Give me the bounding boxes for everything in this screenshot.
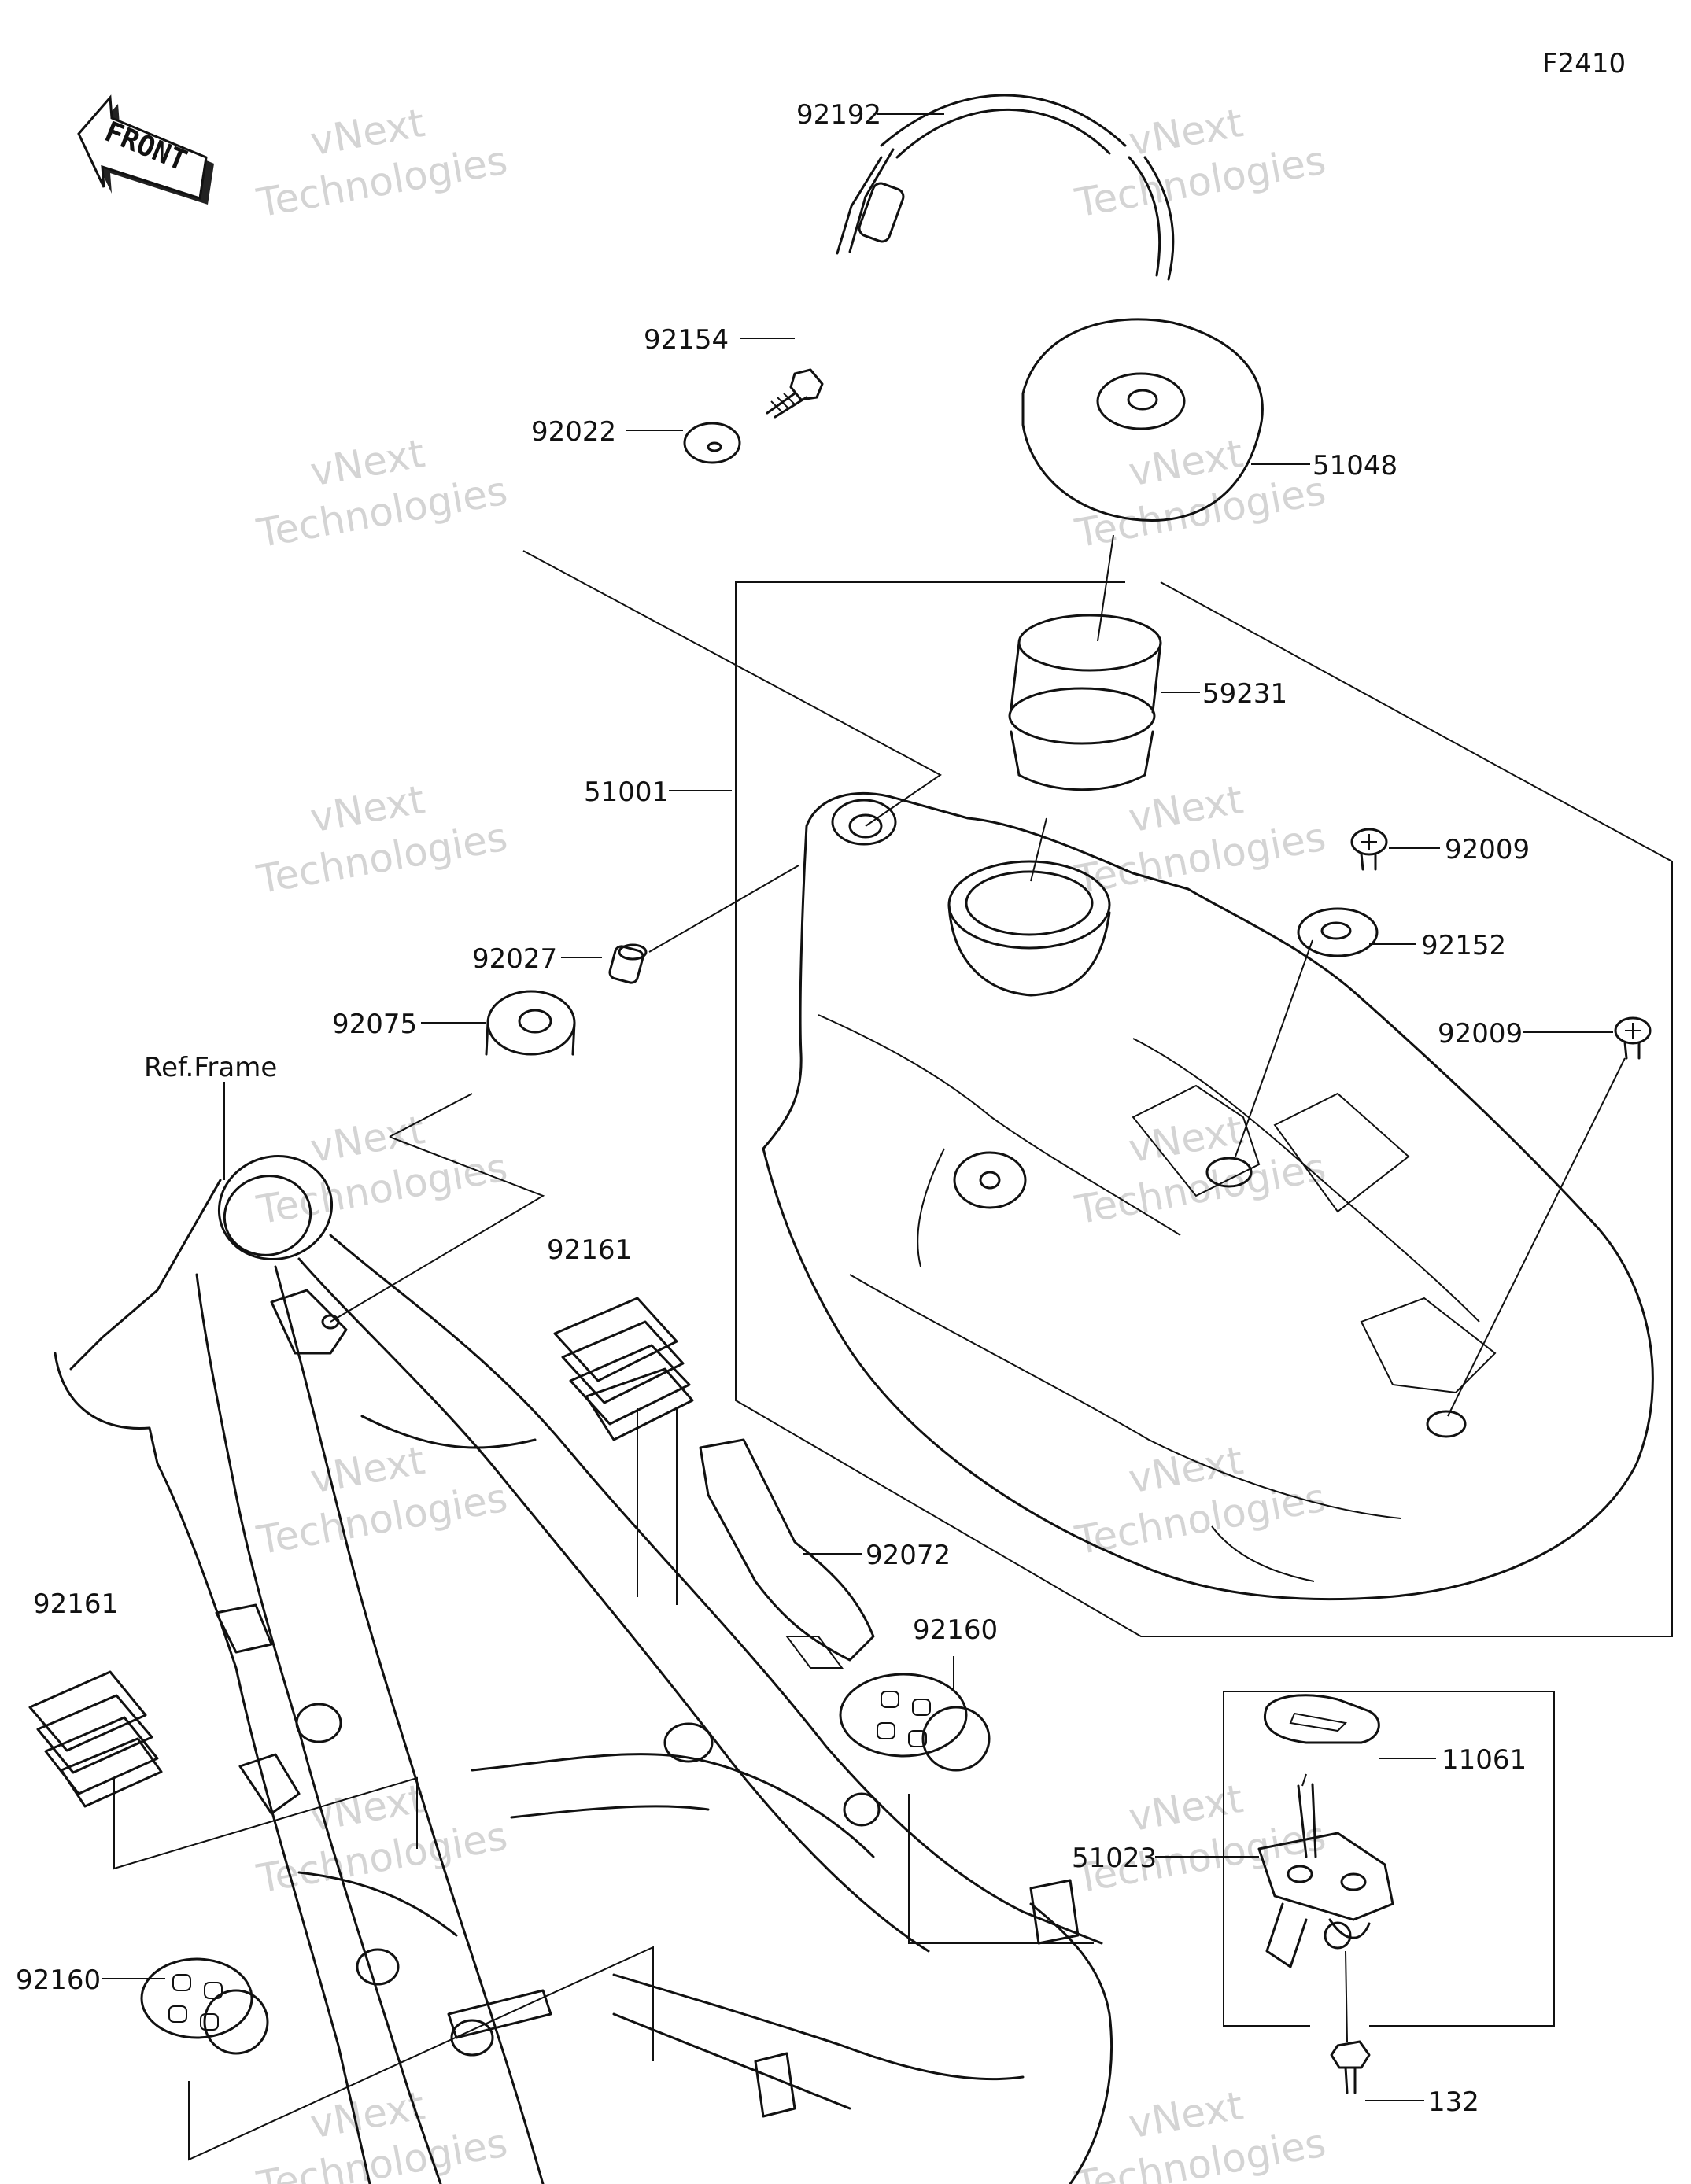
grommet-part	[1297, 907, 1379, 957]
frame-outline	[54, 1155, 1113, 2184]
assembly-lines	[113, 534, 1673, 2161]
washer-part	[683, 422, 741, 464]
part-label: 92160	[16, 1964, 101, 1996]
part-label: 92152	[1421, 930, 1506, 961]
bolt-part	[766, 368, 824, 419]
ref-frame-label: Ref.Frame	[144, 1052, 277, 1083]
fuel-tank-part	[762, 791, 1654, 1601]
part-label: 92022	[531, 416, 616, 448]
drain-bolt-part	[1330, 2040, 1371, 2094]
screw-part	[1614, 1016, 1652, 1060]
damper-pad-part	[553, 1297, 694, 1441]
part-labels: 92192 92154 92022 51048 59231 51001 9200…	[16, 99, 1530, 2118]
part-label: 92161	[33, 1588, 118, 1620]
screw-part	[1350, 828, 1388, 871]
hose-part	[836, 94, 1175, 281]
part-label: 51048	[1313, 450, 1397, 481]
part-label: 51001	[584, 777, 669, 808]
front-arrow-icon: FRONT	[77, 94, 214, 205]
part-label: 92192	[796, 99, 881, 131]
gasket-part	[1264, 1694, 1380, 1744]
part-label: 132	[1428, 2086, 1479, 2118]
label-leaders	[102, 113, 1613, 2101]
fuel-cock-part	[1257, 1783, 1394, 1968]
damper-sleeve-part	[140, 1957, 269, 2055]
part-label: 92009	[1438, 1018, 1523, 1050]
damper-pad-part	[28, 1670, 163, 1808]
figure-code: F2410	[1542, 48, 1626, 79]
part-label: 92009	[1445, 834, 1530, 865]
damper-part	[485, 990, 576, 1056]
part-label: 92161	[547, 1234, 632, 1266]
part-label: 92075	[332, 1009, 417, 1040]
part-label: 59231	[1202, 678, 1287, 710]
part-label: 11061	[1442, 1744, 1527, 1776]
part-label: 51023	[1072, 1843, 1157, 1874]
watermarks: vNext Technologies vNext Technologies vN…	[253, 100, 1329, 2184]
filler-ring-part	[1008, 614, 1162, 791]
part-label: 92160	[913, 1614, 998, 1646]
fuel-cap-part	[1021, 318, 1264, 522]
part-label: 92154	[644, 324, 729, 356]
damper-sleeve-part	[839, 1673, 991, 1772]
part-label: 92072	[866, 1540, 951, 1571]
part-label: 92027	[472, 943, 557, 975]
bracket-part	[699, 1438, 875, 1669]
collar-part	[608, 943, 648, 984]
